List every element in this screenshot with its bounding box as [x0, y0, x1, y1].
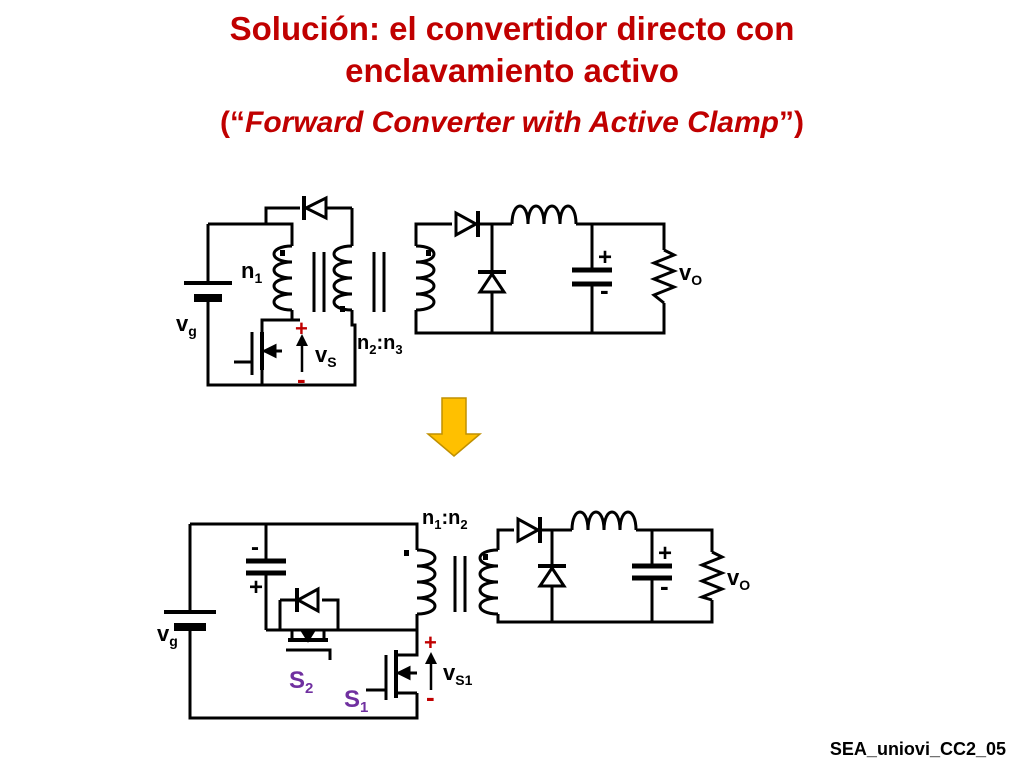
- top-switch-wires: [234, 318, 300, 385]
- bottom-wire-top: [190, 522, 419, 550]
- bottom-dot-secondary: [483, 554, 488, 560]
- bottom-cap-minus: -: [660, 571, 669, 601]
- top-vs-plus: +: [295, 316, 308, 341]
- bottom-resistor: [697, 550, 727, 602]
- top-ratio-label: n2:n3: [357, 332, 403, 357]
- top-wire-reset-bottom: [350, 310, 357, 352]
- title-open-quote: (“: [220, 106, 245, 139]
- top-wire-secondary-top: [414, 222, 452, 246]
- top-vs-label: vS: [315, 342, 337, 370]
- bottom-vs1-minus: -: [426, 682, 435, 712]
- title-english: Forward Converter with Active Clamp: [245, 106, 779, 139]
- bottom-series-diode-triangle: [516, 516, 542, 544]
- bottom-ratio-label: n1:n2: [422, 507, 468, 532]
- bottom-inductor: [570, 510, 638, 531]
- top-cap-plus: +: [598, 244, 612, 271]
- bottom-s1-label: S1: [344, 686, 368, 716]
- footer-code: SEA_uniovi_CC2_05: [829, 739, 1006, 759]
- bottom-vs1-label: vS1: [443, 660, 473, 688]
- bottom-wire-outer: [188, 524, 419, 720]
- top-vs-minus: -: [297, 364, 306, 394]
- top-dot-reset: [340, 306, 345, 312]
- bottom-clamp-minus: -: [251, 534, 259, 561]
- top-primary-winding: [272, 244, 293, 312]
- title-line-1: Solución: el convertidor directo con: [229, 10, 795, 47]
- down-arrow: [425, 397, 483, 457]
- bottom-wire-secondary-bottom: [496, 600, 714, 624]
- top-vg-label: vg: [176, 311, 197, 339]
- bottom-s2-arrow-head: [300, 630, 316, 643]
- top-dot-primary: [280, 250, 285, 256]
- bottom-circuit: [164, 510, 727, 720]
- top-circuit: [184, 195, 679, 387]
- bottom-primary-winding: [416, 548, 437, 616]
- title-line-2: enclavamiento activo: [345, 52, 679, 89]
- bottom-wire-s2: [266, 598, 417, 632]
- bottom-s2-label: S2: [289, 667, 313, 697]
- bottom-dot-primary: [404, 550, 409, 556]
- top-reset-winding: [332, 244, 353, 312]
- top-series-diode-triangle: [454, 210, 480, 238]
- top-inductor: [510, 204, 578, 225]
- bottom-wire-secondary-top: [496, 528, 514, 550]
- top-wire-top: [208, 222, 294, 246]
- top-reset-diode-triangle: [302, 195, 328, 221]
- bottom-labels: n1:n2 vg - + S2 S1 + - vS1 + - vO: [157, 507, 750, 716]
- top-n1-label: n1: [241, 258, 262, 286]
- title-line-3: (“Forward Converter with Active Clamp”): [0, 105, 1024, 141]
- top-cap-minus: -: [600, 275, 609, 305]
- top-switch-arrow-head: [261, 343, 277, 359]
- top-wire-secondary-bottom: [414, 303, 666, 335]
- bottom-s2-terminals: [286, 630, 332, 660]
- top-dot-secondary: [426, 250, 431, 256]
- bottom-cap-plus: +: [658, 540, 672, 567]
- top-wire-inductor-load: [576, 222, 666, 250]
- bottom-secondary-winding: [478, 548, 499, 616]
- bottom-vg-label: vg: [157, 621, 178, 649]
- bottom-s2-diode-triangle: [294, 586, 320, 614]
- top-vs-arrow-head: [296, 334, 308, 346]
- bottom-s1-wires: [366, 630, 419, 700]
- bottom-wire-inductor-load: [636, 528, 714, 552]
- top-wire-reset-diode: [264, 206, 352, 226]
- top-freewheel-diode-triangle: [477, 271, 507, 294]
- bottom-vs1-arrow-head: [425, 652, 437, 664]
- bottom-vo-label: vO: [727, 565, 750, 593]
- top-resistor: [649, 248, 679, 305]
- title-close-quote: ”): [779, 106, 804, 139]
- top-labels: n1 vg + - vS n2:n3 + - vO: [176, 244, 702, 394]
- bottom-freewheel-diode-triangle: [537, 565, 567, 588]
- bottom-vs1-plus: +: [424, 630, 437, 655]
- bottom-s1-arrow-head: [395, 665, 411, 681]
- top-vo-label: vO: [679, 260, 702, 288]
- top-wire-left: [206, 224, 357, 387]
- bottom-clamp-plus: +: [249, 574, 263, 601]
- top-secondary-winding: [415, 244, 436, 312]
